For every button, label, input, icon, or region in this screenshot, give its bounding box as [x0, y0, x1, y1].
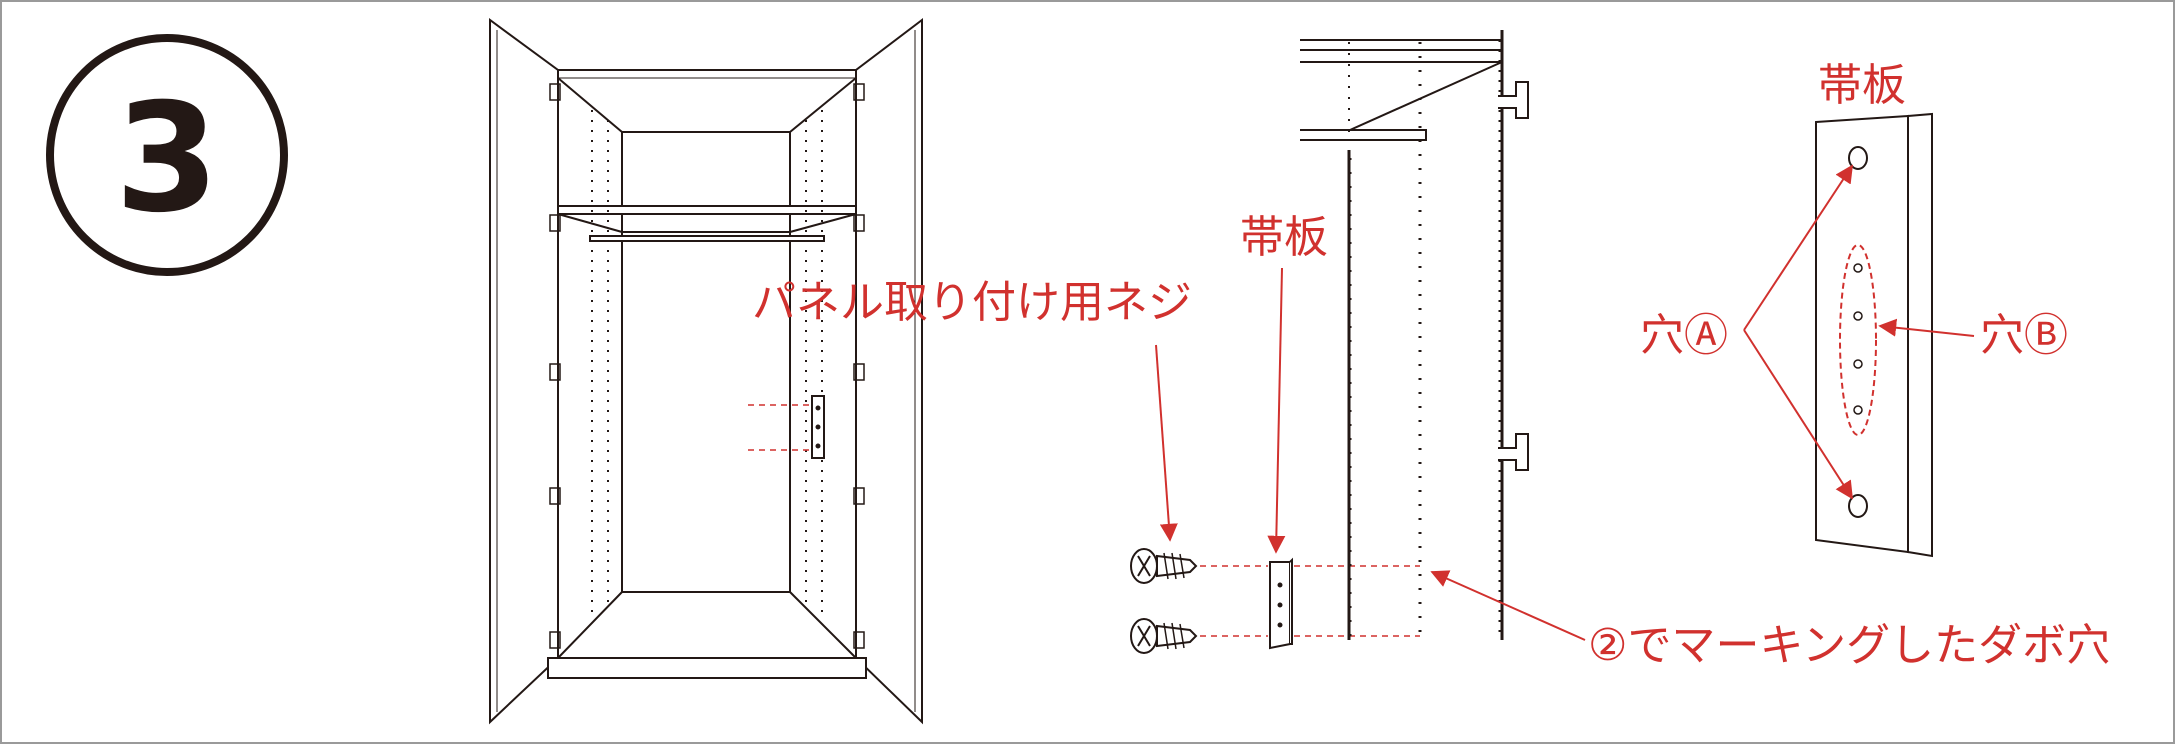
panel-screw-arrow — [1155, 344, 1178, 542]
wardrobe-illustration — [489, 17, 923, 725]
strap-plate-label-middle: 帯板 — [1240, 212, 1328, 263]
hole-a-arrow-top — [1743, 164, 1853, 331]
screw-guide-lines — [1200, 565, 1420, 637]
strap-plate-arrow — [1267, 267, 1286, 554]
screw-icon — [1130, 548, 1198, 584]
hole-a-label: 穴Ⓐ — [1640, 310, 1728, 361]
hole-b-label: 穴Ⓑ — [1980, 310, 2068, 361]
screw-icon — [1130, 618, 1198, 654]
step-number: 3 — [115, 72, 219, 246]
dowel-hole-arrow — [1430, 570, 1586, 641]
panel-screw-label: パネル取り付け用ネジ — [752, 277, 1192, 328]
hole-a-arrow-bottom — [1743, 329, 1853, 500]
side-panel-detail — [1300, 30, 1529, 640]
step-number-badge: 3 — [46, 34, 288, 276]
marked-dowel-hole-label: ②でマーキングしたダボ穴 — [1588, 620, 2110, 671]
hole-b-outline — [1839, 244, 1877, 436]
strap-plate-label-right: 帯板 — [1818, 60, 1906, 111]
hole-b-arrow — [1878, 318, 1975, 337]
strap-plate-closeup — [1815, 112, 1933, 558]
strap-plate-part — [1269, 557, 1293, 650]
